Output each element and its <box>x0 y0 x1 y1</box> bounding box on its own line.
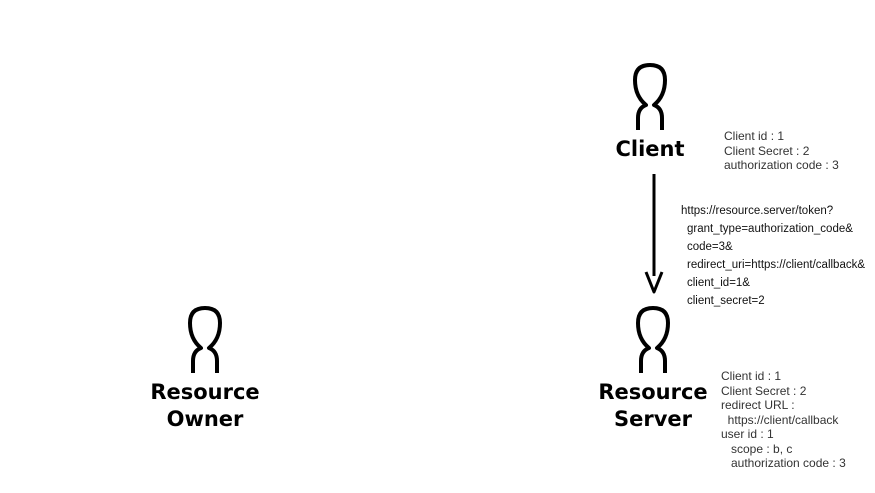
person-icon <box>636 306 670 373</box>
token-request-param: client_secret=2 <box>687 295 765 307</box>
token-request-param: redirect_uri=https://client/callback& <box>687 259 866 271</box>
client-note-line: Client id : 1 <box>724 129 785 143</box>
resource-server-actor: Resource Server <box>598 305 708 433</box>
resource-owner-actor: Resource Owner <box>150 305 260 433</box>
resource-server-label-line-1: Resource <box>598 380 708 404</box>
resource-owner-label: Resource Owner <box>150 379 259 433</box>
request-arrow <box>644 174 664 294</box>
client-label: Client <box>615 137 685 161</box>
resource-server-label-line-2: Server <box>613 407 692 431</box>
token-request: https://resource.server/token? grant_typ… <box>681 202 865 310</box>
token-request-param: code=3& <box>687 241 733 253</box>
person-icon <box>633 63 667 130</box>
resource-owner-label-line-2: Owner <box>166 407 244 431</box>
server-note-line: redirect URL : <box>721 398 795 412</box>
server-note-line: scope : b, c <box>721 441 793 456</box>
client-note-line: Client Secret : 2 <box>724 143 810 158</box>
server-note-line: authorization code : 3 <box>721 456 846 470</box>
client-notes: Client id : 1 Client Secret : 2 authoriz… <box>724 129 839 173</box>
resource-server-label: Resource Server <box>598 379 707 433</box>
client-actor: Client <box>610 62 690 163</box>
server-note-line: Client id : 1 <box>721 369 782 383</box>
server-notes: Client id : 1 Client Secret : 2 redirect… <box>721 369 846 471</box>
token-request-param: grant_type=authorization_code& <box>687 223 853 235</box>
server-note-line: user id : 1 <box>721 427 774 441</box>
token-request-param: client_id=1& <box>687 277 750 289</box>
server-note-line: https://client/callback <box>721 412 839 427</box>
client-note-line: authorization code : 3 <box>724 158 839 172</box>
person-icon <box>188 306 222 373</box>
token-request-url: https://resource.server/token? <box>681 205 834 217</box>
resource-owner-label-line-1: Resource <box>150 380 260 404</box>
server-note-line: Client Secret : 2 <box>721 383 807 398</box>
